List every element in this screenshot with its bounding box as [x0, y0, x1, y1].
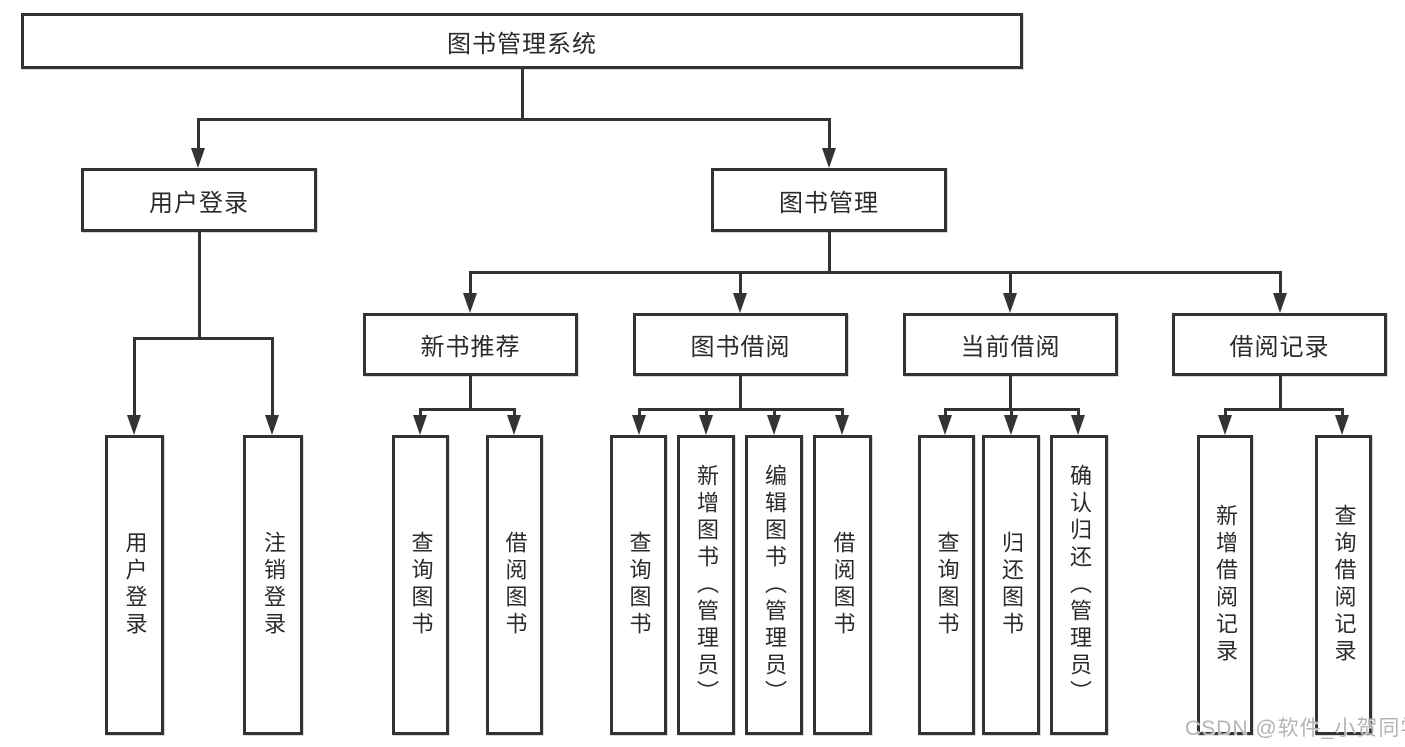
node-root-label: 图书管理系统: [447, 30, 597, 58]
connector-line: [828, 118, 831, 149]
connector-line: [739, 271, 742, 295]
leaf-record-query: 查询借阅记录: [1315, 435, 1372, 735]
leaf-bookborrow-add: 新增图书（管理员）: [677, 435, 735, 735]
connector-line: [1009, 376, 1012, 408]
leaf-bookborrow-add-label: 新增图书（管理员）: [694, 463, 719, 707]
connector-line: [1077, 408, 1080, 417]
node-new-book: 新书推荐: [363, 313, 578, 376]
arrow-down-icon: [822, 148, 836, 168]
connector-line: [1009, 271, 1012, 295]
arrow-down-icon: [733, 293, 747, 313]
leaf-bookborrow-borrow-label: 借阅图书: [830, 531, 856, 639]
arrow-down-icon: [1003, 293, 1017, 313]
node-user-login-label: 用户登录: [149, 189, 249, 217]
leaf-record-add-label: 新增借阅记录: [1213, 504, 1238, 666]
leaf-bookborrow-query: 查询图书: [610, 435, 667, 735]
arrow-down-icon: [191, 148, 205, 168]
connector-line: [133, 337, 274, 340]
connector-line: [133, 337, 136, 417]
leaf-newbook-query-label: 查询图书: [408, 531, 434, 639]
connector-line: [705, 408, 708, 417]
node-book-manage: 图书管理: [711, 168, 947, 232]
node-book-borrow-label: 图书借阅: [690, 334, 791, 361]
leaf-newbook-borrow-label: 借阅图书: [502, 531, 528, 639]
connector-line: [197, 118, 200, 149]
connector-line: [1010, 408, 1013, 417]
arrow-down-icon: [632, 415, 646, 435]
node-book-manage-label: 图书管理: [779, 189, 879, 217]
connector-line: [773, 408, 776, 417]
node-root: 图书管理系统: [21, 13, 1023, 69]
leaf-user-login: 用户登录: [105, 435, 164, 735]
leaf-record-add: 新增借阅记录: [1197, 435, 1253, 735]
connector-line: [197, 118, 831, 121]
leaf-newbook-borrow: 借阅图书: [486, 435, 543, 735]
node-current-borrow-label: 当前借阅: [960, 334, 1061, 361]
connector-line: [271, 337, 274, 417]
arrow-down-icon: [265, 415, 279, 435]
arrow-down-icon: [938, 415, 952, 435]
connector-line: [419, 408, 422, 417]
node-new-book-label: 新书推荐: [420, 334, 521, 361]
connector-line: [944, 408, 947, 417]
arrow-down-icon: [1004, 415, 1018, 435]
leaf-currentborrow-confirm-label: 确认归还（管理员）: [1067, 463, 1092, 707]
leaf-bookborrow-edit: 编辑图书（管理员）: [745, 435, 803, 735]
connector-line: [521, 69, 524, 118]
leaf-logout: 注销登录: [243, 435, 303, 735]
leaf-record-query-label: 查询借阅记录: [1331, 504, 1357, 666]
connector-line: [469, 271, 472, 295]
arrow-down-icon: [1071, 415, 1085, 435]
arrow-down-icon: [835, 415, 849, 435]
watermark: CSDN @软件_小贺同学: [1185, 717, 1405, 740]
connector-line: [1224, 408, 1227, 417]
connector-line: [469, 271, 1282, 274]
leaf-logout-label: 注销登录: [261, 531, 286, 639]
connector-line: [198, 232, 201, 337]
leaf-currentborrow-query-label: 查询图书: [934, 531, 960, 639]
arrow-down-icon: [1335, 415, 1349, 435]
arrow-down-icon: [1218, 415, 1232, 435]
node-book-borrow: 图书借阅: [633, 313, 848, 376]
leaf-user-login-label: 用户登录: [122, 531, 148, 639]
leaf-newbook-query: 查询图书: [392, 435, 449, 735]
connector-line: [1279, 376, 1282, 408]
arrow-down-icon: [507, 415, 521, 435]
connector-line: [739, 376, 742, 408]
arrow-down-icon: [463, 293, 477, 313]
leaf-bookborrow-query-label: 查询图书: [626, 531, 652, 639]
arrow-down-icon: [413, 415, 427, 435]
connector-line: [1224, 408, 1344, 411]
leaf-currentborrow-query: 查询图书: [918, 435, 975, 735]
connector-line: [638, 408, 844, 411]
connector-line: [419, 408, 516, 411]
leaf-bookborrow-borrow: 借阅图书: [813, 435, 872, 735]
arrow-down-icon: [767, 415, 781, 435]
connector-line: [638, 408, 641, 417]
node-borrow-record-label: 借阅记录: [1229, 334, 1330, 361]
connector-line: [828, 232, 831, 271]
node-borrow-record: 借阅记录: [1172, 313, 1387, 376]
connector-line: [1341, 408, 1344, 417]
leaf-currentborrow-return-label: 归还图书: [999, 531, 1024, 639]
node-current-borrow: 当前借阅: [903, 313, 1118, 376]
arrow-down-icon: [1273, 293, 1287, 313]
connector-line: [841, 408, 844, 417]
node-user-login: 用户登录: [81, 168, 317, 232]
arrow-down-icon: [699, 415, 713, 435]
connector-line: [513, 408, 516, 417]
arrow-down-icon: [127, 415, 141, 435]
leaf-bookborrow-edit-label: 编辑图书（管理员）: [762, 463, 787, 707]
leaf-currentborrow-return: 归还图书: [982, 435, 1040, 735]
connector-line: [1279, 271, 1282, 295]
leaf-currentborrow-confirm: 确认归还（管理员）: [1050, 435, 1108, 735]
connector-line: [469, 376, 472, 408]
